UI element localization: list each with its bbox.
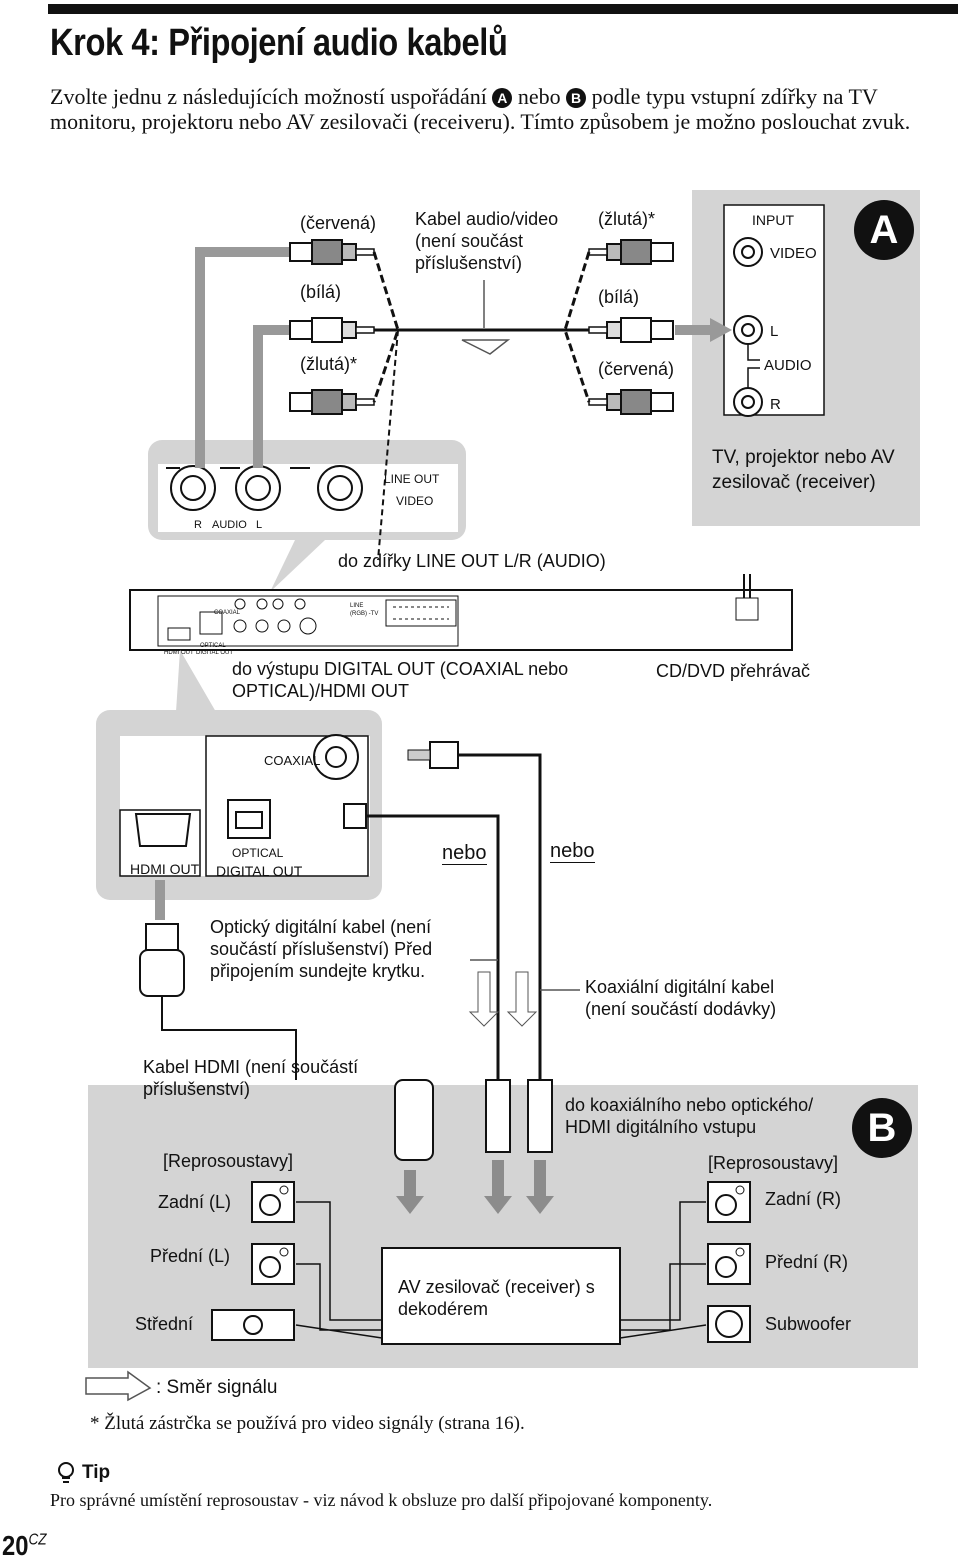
label-white-right: (bílá) (598, 287, 640, 307)
lineout-audio-label: AUDIO (212, 519, 247, 531)
rear-l-label: Zadní (L) (158, 1192, 232, 1212)
lineout-l-label: L (256, 519, 263, 531)
intro-text-2: nebo (517, 84, 561, 109)
label-nebo-1: nebo (442, 842, 487, 865)
label-red-right: (červená) (598, 359, 675, 379)
lineout-video-label: VIDEO (396, 494, 434, 508)
front-r-label: Přední (R) (765, 1252, 849, 1272)
a-circle-icon: A (492, 88, 513, 108)
receiver-box (381, 1247, 621, 1345)
tip-heading-text: Tip (82, 1462, 111, 1483)
tv-inputs-box (723, 204, 825, 416)
tv-r-label: R (770, 396, 781, 413)
page-title: Krok 4: Připojení audio kabelů (50, 22, 508, 64)
tv-input-label: INPUT (752, 212, 794, 228)
label-yellow-right: (žlutá)* (598, 209, 656, 229)
option-b-badge: B (852, 1098, 912, 1158)
label-av-cable: Kabel audio/video (není součást přísluše… (415, 209, 559, 273)
label-white-left: (bílá) (300, 282, 342, 302)
speaker-rear-l (251, 1181, 295, 1223)
speaker-front-r (707, 1243, 751, 1285)
footnote: * Žlutá zástrčka se používá pro video si… (90, 1413, 525, 1434)
legend-signal: : Směr signálu (156, 1377, 278, 1398)
player-name: CD/DVD přehrávač (656, 661, 811, 681)
label-nebo-2: nebo (550, 840, 595, 863)
player-line-label: LINE (RGB) -TV (350, 603, 379, 617)
speaker-subwoofer (707, 1305, 751, 1343)
intro-text-1: Zvolte jednu z následujících možností us… (50, 84, 487, 109)
page-number-suffix: CZ (28, 1531, 47, 1549)
optical-label: OPTICAL (232, 846, 284, 860)
player-hdmi-label: HDMI OUT (164, 650, 194, 656)
digital-out-label: DIGITAL OUT (216, 863, 303, 879)
tv-device-label: TV, projektor nebo AV zesilovač (receive… (712, 447, 895, 493)
speaker-rear-r (707, 1181, 751, 1223)
center-label: Střední (135, 1314, 194, 1334)
label-yellow-left: (žlutá)* (300, 354, 358, 374)
signal-arrow-icon (85, 1370, 152, 1402)
hdmi-out-label: HDMI OUT (130, 861, 200, 877)
speaker-center (211, 1309, 295, 1341)
player-coaxial-label: COAXIAL (214, 610, 241, 616)
front-l-label: Přední (L) (150, 1246, 231, 1266)
tv-l-label: L (770, 323, 779, 340)
tip-heading: Tip (52, 1462, 110, 1484)
label-optical-cable: Optický digitální kabel (není součástí p… (210, 917, 433, 981)
speakers-left-label: [Reprosoustavy] (163, 1151, 294, 1171)
tv-video-label: VIDEO (770, 245, 817, 262)
page-number-value: 20 (2, 1530, 29, 1561)
speakers-right-label: [Reprosoustavy] (708, 1153, 839, 1173)
receiver-label: AV zesilovač (receiver) s dekodérem (398, 1277, 595, 1319)
tv-audio-label: AUDIO (764, 357, 812, 374)
label-to-lineout: do zdířky LINE OUT L/R (AUDIO) (338, 551, 606, 571)
label-to-input: do koaxiálního nebo optického/ HDMI digi… (565, 1095, 814, 1137)
page-number: 20CZ (2, 1530, 47, 1562)
label-to-digital: do výstupu DIGITAL OUT (COAXIAL nebo OPT… (232, 659, 569, 701)
intro-text-3: podle typu vstupní zdířky na TV monitoru… (50, 84, 911, 134)
label-red-left: (červená) (300, 213, 377, 233)
player-digital-label: DIGITAL OUT (196, 650, 234, 656)
top-rule (48, 4, 958, 14)
label-coax-cable: Koaxiální digitální kabel (není součástí… (585, 977, 777, 1019)
speaker-front-l (251, 1243, 295, 1285)
b-circle-icon: B (566, 88, 587, 108)
tip-text: Pro správné umístění reprosoustav - viz … (50, 1490, 713, 1510)
player-optical-label: OPTICAL (200, 643, 226, 649)
intro-paragraph: Zvolte jednu z následujících možností us… (50, 84, 950, 134)
lightbulb-icon (58, 1462, 74, 1483)
rear-r-label: Zadní (R) (765, 1189, 842, 1209)
label-hdmi-cable: Kabel HDMI (není součástí příslušenství) (143, 1057, 359, 1099)
hdmi-jack (119, 809, 201, 877)
lineout-label: LINE OUT (384, 472, 440, 486)
subwoofer-label: Subwoofer (765, 1314, 852, 1334)
lineout-r-label: R (194, 519, 202, 531)
coaxial-label: COAXIAL (264, 753, 321, 768)
option-a-badge: A (854, 200, 914, 260)
